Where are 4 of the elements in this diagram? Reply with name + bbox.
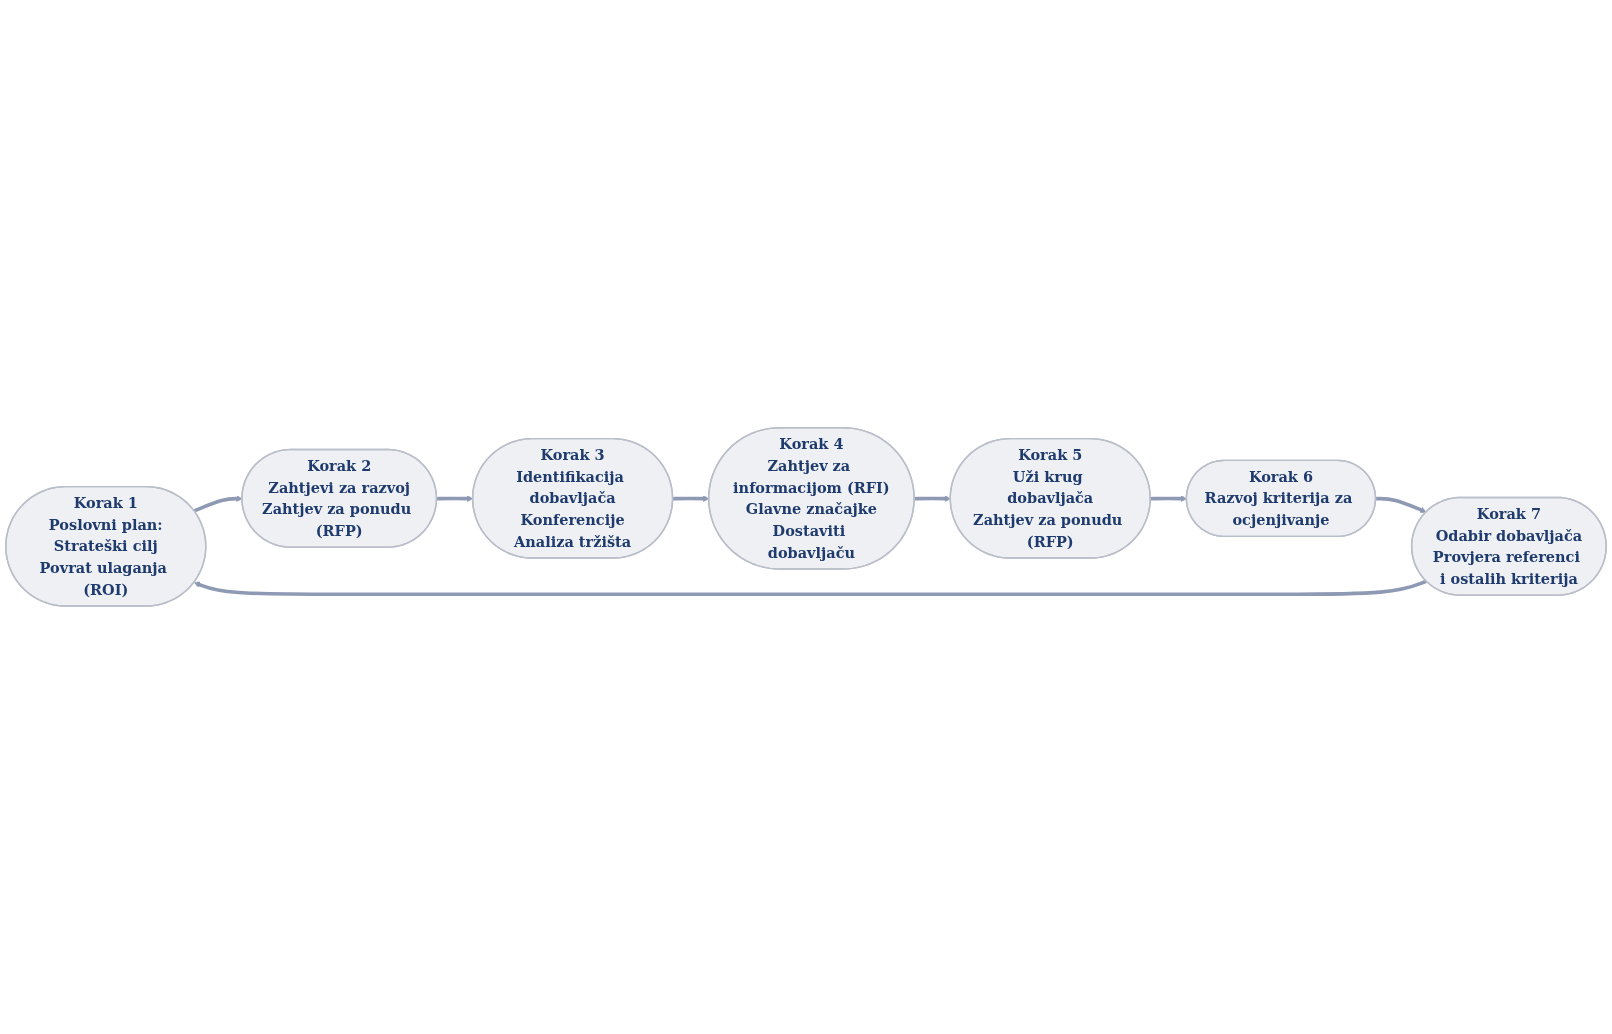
arrow bbox=[193, 579, 1427, 597]
arrow bbox=[914, 495, 951, 502]
arrow bbox=[1375, 496, 1427, 513]
arrow bbox=[193, 495, 243, 513]
